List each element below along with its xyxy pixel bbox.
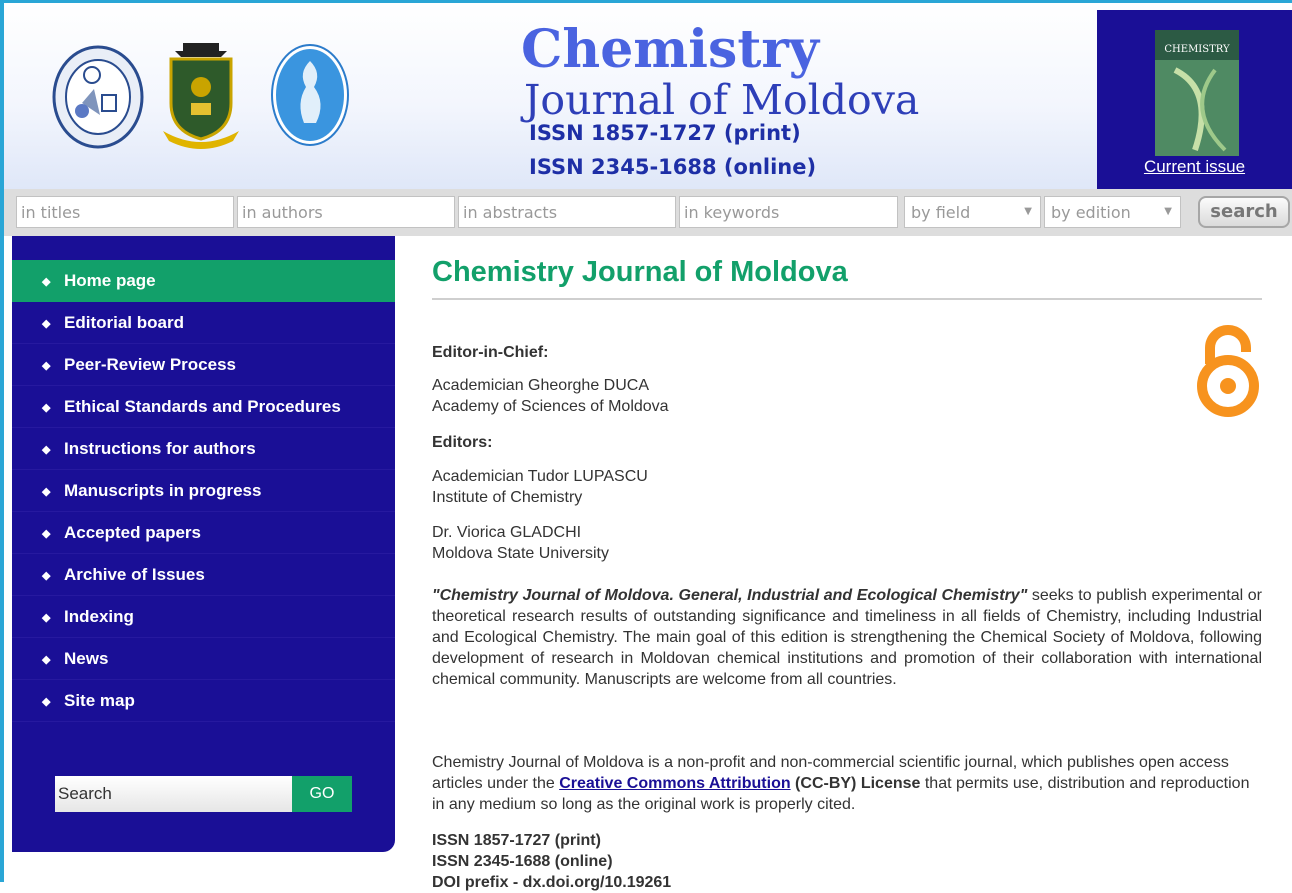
sidebar-item-label: Archive of Issues xyxy=(64,565,205,584)
sidebar-item-label: Accepted papers xyxy=(64,523,201,542)
sidebar-item-home[interactable]: ◆ Home page xyxy=(12,260,395,302)
institute-logo[interactable] xyxy=(52,45,144,149)
go-button[interactable]: GO xyxy=(292,776,352,812)
site-header: Chemistry Journal of Moldova ISSN 1857-1… xyxy=(4,3,1292,189)
page-title: Chemistry Journal of Moldova xyxy=(432,256,848,288)
sidebar-item-label: Ethical Standards and Procedures xyxy=(64,397,341,416)
sidebar-item-peer-review[interactable]: ◆ Peer-Review Process xyxy=(12,344,395,386)
sidebar-item-label: Indexing xyxy=(64,607,134,626)
footer-issn-online: ISSN 2345-1688 (online) xyxy=(432,853,613,870)
bullet-icon: ◆ xyxy=(42,654,51,666)
sidebar-item-ethical-standards[interactable]: ◆ Ethical Standards and Procedures xyxy=(12,386,395,428)
sidebar-item-label: Site map xyxy=(64,691,135,710)
edition-select[interactable]: by edition ▼ xyxy=(1044,196,1181,228)
sidebar-item-label: Editorial board xyxy=(64,313,184,332)
bullet-icon: ◆ xyxy=(42,486,51,498)
sidebar-item-label: Home page xyxy=(64,271,156,290)
editor-in-chief-heading: Editor-in-Chief: xyxy=(432,344,549,361)
bullet-icon: ◆ xyxy=(42,696,51,708)
dropdown-arrow-icon: ▼ xyxy=(1024,206,1032,217)
footer-issn-print: ISSN 1857-1727 (print) xyxy=(432,832,601,849)
search-titles-input[interactable]: in titles xyxy=(16,196,234,228)
sidebar-item-indexing[interactable]: ◆ Indexing xyxy=(12,596,395,638)
sidebar-item-label: Manuscripts in progress xyxy=(64,481,262,500)
creative-commons-link[interactable]: Creative Commons Attribution xyxy=(559,775,791,792)
sidebar-menu: ◆ Home page ◆ Editorial board ◆ Peer-Review… xyxy=(12,260,395,722)
search-abstracts-input[interactable]: in abstracts xyxy=(458,196,676,228)
search-keywords-input[interactable]: in keywords xyxy=(679,196,898,228)
sidebar-nav: ◆ Home page ◆ Editorial board ◆ Peer-Review… xyxy=(12,236,395,852)
advanced-search-bar: in titles in authors in abstracts in key… xyxy=(4,189,1292,236)
university-crest-logo[interactable] xyxy=(161,41,241,149)
issn-online: ISSN 2345-1688 (online) xyxy=(529,155,817,179)
bullet-icon: ◆ xyxy=(42,318,51,330)
issn-print: ISSN 1857-1727 (print) xyxy=(529,121,801,145)
editor2-name: Dr. Viorica GLADCHI xyxy=(432,524,582,541)
academy-logo[interactable] xyxy=(270,43,350,147)
sidebar-item-archive[interactable]: ◆ Archive of Issues xyxy=(12,554,395,596)
sidebar-item-manuscripts[interactable]: ◆ Manuscripts in progress xyxy=(12,470,395,512)
footer-doi-prefix: DOI prefix - dx.doi.org/10.19261 xyxy=(432,874,672,891)
open-access-icon xyxy=(1197,325,1259,417)
sidebar-search-input[interactable]: Search xyxy=(55,776,292,812)
editor-in-chief-name: Academician Gheorghe DUCA xyxy=(432,377,649,394)
sidebar-item-site-map[interactable]: ◆ Site map xyxy=(12,680,395,722)
bullet-icon: ◆ xyxy=(42,444,51,456)
sidebar-item-instructions[interactable]: ◆ Instructions for authors xyxy=(12,428,395,470)
description-text: seeks to publish experimental or theoret… xyxy=(432,587,1262,688)
dropdown-arrow-icon: ▼ xyxy=(1164,206,1172,217)
license-text-1: Chemistry Journal of Moldova is a non-pr… xyxy=(432,754,1229,792)
sidebar-item-label: Peer-Review Process xyxy=(64,355,236,374)
field-select[interactable]: by field ▼ xyxy=(904,196,1041,228)
bullet-icon: ◆ xyxy=(42,360,51,372)
bullet-icon: ◆ xyxy=(42,402,51,414)
journal-subtitle: Journal of Moldova xyxy=(524,76,920,124)
edition-select-value: by edition xyxy=(1051,203,1131,222)
bullet-icon: ◆ xyxy=(42,528,51,540)
sidebar-item-news[interactable]: ◆ News xyxy=(12,638,395,680)
current-issue-panel: CHEMISTRY Current issue xyxy=(1097,10,1292,190)
license-text-2: that permits use, distribution and repro… xyxy=(432,775,1250,813)
journal-description: "Chemistry Journal of Moldova. General, … xyxy=(432,585,1262,690)
search-button[interactable]: search xyxy=(1198,196,1290,228)
journal-cover-image[interactable]: CHEMISTRY xyxy=(1155,30,1239,156)
sidebar-item-label: Instructions for authors xyxy=(64,439,256,458)
cover-title: CHEMISTRY xyxy=(1164,44,1230,55)
search-authors-input[interactable]: in authors xyxy=(237,196,455,228)
editor-in-chief-affiliation: Academy of Sciences of Moldova xyxy=(432,398,669,415)
editor1-affiliation: Institute of Chemistry xyxy=(432,489,583,506)
editor1-name: Academician Tudor LUPASCU xyxy=(432,468,648,485)
editor2-affiliation: Moldova State University xyxy=(432,545,609,562)
field-select-value: by field xyxy=(911,203,971,222)
description-quote: "Chemistry Journal of Moldova. General, … xyxy=(432,587,1028,604)
sidebar-item-label: News xyxy=(64,649,109,668)
license-statement: Chemistry Journal of Moldova is a non-pr… xyxy=(432,752,1262,815)
title-divider xyxy=(432,298,1262,300)
bullet-icon: ◆ xyxy=(42,276,51,288)
current-issue-link[interactable]: Current issue xyxy=(1143,157,1246,176)
sidebar-item-editorial-board[interactable]: ◆ Editorial board xyxy=(12,302,395,344)
bullet-icon: ◆ xyxy=(42,570,51,582)
journal-title: Chemistry xyxy=(521,19,819,80)
editors-heading: Editors: xyxy=(432,434,493,451)
sidebar-item-accepted-papers[interactable]: ◆ Accepted papers xyxy=(12,512,395,554)
bullet-icon: ◆ xyxy=(42,612,51,624)
license-name: (CC-BY) License xyxy=(790,775,921,792)
